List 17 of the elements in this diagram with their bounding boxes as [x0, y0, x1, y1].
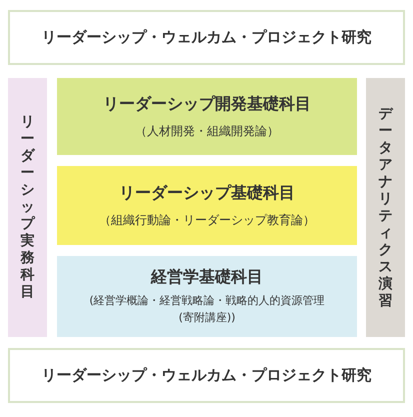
course-title: 経営学基礎科目 [151, 267, 263, 288]
panel-title: リーダーシップ実務科目 [20, 114, 35, 301]
course-list: （人材開発・組織開発論） [135, 122, 279, 140]
side-panel [366, 78, 405, 337]
course-list: (経営学概論・経営戦略論・戦略的人的資源管理(寄附講座)) [57, 292, 357, 326]
banner-box [8, 348, 405, 403]
banner-title: リーダーシップ・ウェルカム・プロジェクト研究 [42, 28, 372, 47]
banner-title: リーダーシップ・ウェルカム・プロジェクト研究 [42, 366, 372, 385]
course-box [57, 166, 357, 245]
side-panel [8, 78, 47, 337]
course-box [57, 256, 357, 337]
course-title: リーダーシップ基礎科目 [119, 182, 295, 204]
panel-title: データアナリティクス演習 [378, 106, 393, 310]
banner-box [8, 10, 405, 65]
course-box [57, 78, 357, 155]
course-title: リーダーシップ開発基礎科目 [103, 94, 311, 114]
course-list: （組織行動論・リーダーシップ教育論） [99, 212, 315, 228]
